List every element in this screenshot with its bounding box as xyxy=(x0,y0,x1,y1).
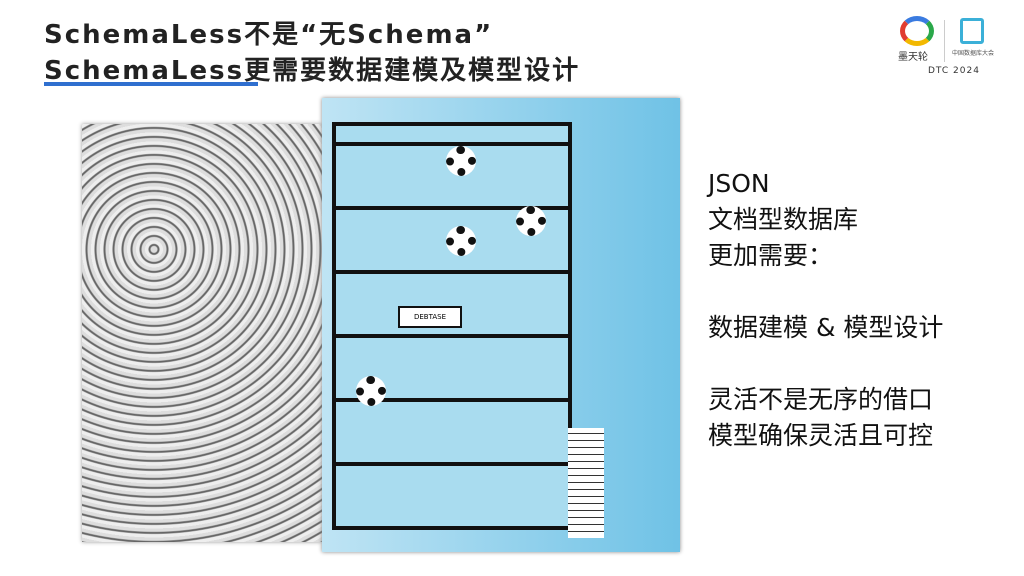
title-underline xyxy=(44,82,258,86)
gear-icon xyxy=(516,206,546,236)
sketch-illustration xyxy=(82,124,322,542)
gear-icon xyxy=(356,376,386,406)
logo-event: DTC 2024 xyxy=(928,66,980,76)
logo-divider xyxy=(944,20,945,62)
side-line xyxy=(708,274,943,310)
shelf-illustration: DEBTASE xyxy=(322,98,680,552)
side-text: JSON 文档型数据库更加需要： 数据建模 & 模型设计 灵活不是无序的借口模型确… xyxy=(708,166,943,454)
side-line: 模型确保灵活且可控 xyxy=(708,421,934,450)
side-line xyxy=(708,346,943,382)
book-stack xyxy=(568,428,604,538)
dtc-logo-icon xyxy=(960,18,984,44)
side-line: 文档型数据库 xyxy=(708,205,859,234)
logo-brand: 墨天轮 xyxy=(898,52,928,63)
side-line: 更加需要： xyxy=(708,241,834,270)
title-line-1: SchemaLess不是“无Schema” xyxy=(44,20,494,50)
gear-icon xyxy=(446,146,476,176)
logo: 墨天轮 中国数据库大会 DTC 2024 xyxy=(896,16,996,80)
database-label: DEBTASE xyxy=(398,306,462,328)
side-line: 数据建模 & 模型设计 xyxy=(708,313,944,342)
shelf: DEBTASE xyxy=(332,122,572,530)
gear-icon xyxy=(446,226,476,256)
title-line-2: SchemaLess更需要数据建模及模型设计 xyxy=(44,56,581,86)
side-line: 灵活不是无序的借口 xyxy=(708,385,934,414)
side-line: JSON xyxy=(708,169,770,198)
logo-partner: 中国数据库大会 xyxy=(952,50,995,57)
modb-logo-icon xyxy=(900,16,934,46)
